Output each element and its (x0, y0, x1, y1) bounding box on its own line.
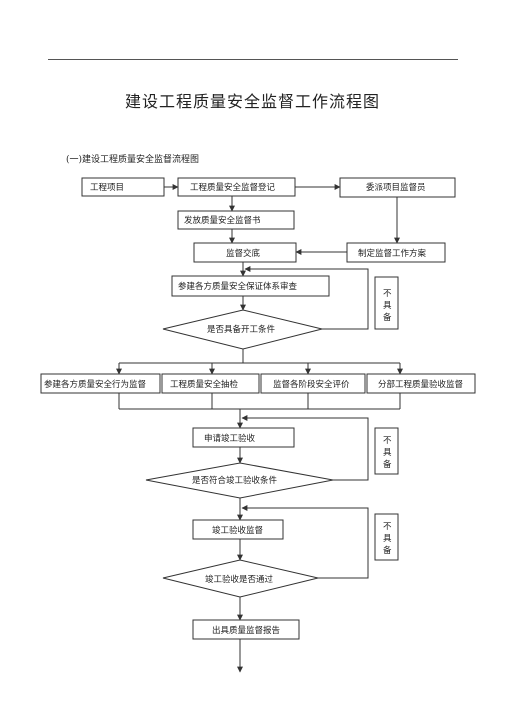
node-report: 出具质量监督报告 (192, 619, 300, 640)
svg-text:不: 不 (383, 522, 392, 532)
node-make-plan: 制定监督工作方案 (346, 242, 446, 263)
node-apply-acceptance: 申请竣工验收 (192, 427, 295, 448)
node-start-condition: 是否具备开工条件 (162, 309, 323, 350)
not-ready-note-passed: 不 具 备 (374, 513, 399, 561)
svg-text:备: 备 (383, 312, 392, 323)
svg-text:具: 具 (383, 448, 392, 458)
not-ready-note-start: 不 具 备 (374, 276, 399, 330)
svg-text:参建各方质量安全保证体系审查: 参建各方质量安全保证体系审查 (178, 281, 298, 292)
svg-text:具: 具 (383, 534, 392, 544)
svg-text:发放质量安全监督书: 发放质量安全监督书 (184, 215, 261, 226)
not-ready-note-acceptance: 不 具 备 (374, 427, 399, 475)
svg-text:工程质量安全抽检: 工程质量安全抽检 (170, 379, 239, 390)
svg-text:工程项目: 工程项目 (90, 183, 124, 193)
node-subproject-acceptance: 分部工程质量验收监督 (366, 373, 476, 394)
svg-text:备: 备 (383, 545, 392, 556)
svg-text:委派项目监督员: 委派项目监督员 (366, 182, 426, 193)
node-behavior-supervision: 参建各方质量安全行为监督 (40, 373, 161, 394)
svg-text:竣工验收是否通过: 竣工验收是否通过 (205, 574, 274, 585)
svg-text:参建各方质量安全行为监督: 参建各方质量安全行为监督 (44, 379, 147, 390)
node-issue-notice: 发放质量安全监督书 (177, 210, 295, 230)
svg-text:是否符合竣工验收条件: 是否符合竣工验收条件 (192, 475, 278, 486)
svg-text:出具质量监督报告: 出具质量监督报告 (212, 625, 280, 636)
node-stage-evaluation: 监督各阶段安全评价 (260, 373, 366, 394)
header-rule (48, 59, 458, 60)
svg-text:制定监督工作方案: 制定监督工作方案 (358, 248, 427, 259)
node-acceptance-condition: 是否符合竣工验收条件 (145, 462, 334, 499)
node-project: 工程项目 (81, 177, 165, 197)
connectors (116, 184, 403, 673)
svg-text:工程质量安全监督登记: 工程质量安全监督登记 (190, 182, 276, 193)
node-system-review: 参建各方质量安全保证体系审查 (171, 275, 330, 297)
node-spot-check: 工程质量安全抽检 (161, 373, 260, 394)
svg-text:申请竣工验收: 申请竣工验收 (204, 433, 256, 444)
svg-text:不: 不 (383, 436, 392, 446)
svg-text:不: 不 (383, 289, 392, 299)
node-supervision-briefing: 监督交底 (193, 242, 297, 263)
svg-text:分部工程质量验收监督: 分部工程质量验收监督 (378, 379, 464, 390)
svg-text:备: 备 (383, 459, 392, 470)
svg-text:竣工验收监督: 竣工验收监督 (212, 525, 264, 536)
svg-text:监督各阶段安全评价: 监督各阶段安全评价 (273, 379, 350, 390)
svg-text:具: 具 (383, 301, 392, 311)
node-assign-supervisor: 委派项目监督员 (339, 177, 456, 198)
section-subtitle: (一)建设工程质量安全监督流程图 (66, 155, 200, 165)
node-registration: 工程质量安全监督登记 (177, 177, 296, 197)
node-acceptance-passed: 竣工验收是否通过 (162, 559, 319, 598)
page-title: 建设工程质量安全监督工作流程图 (124, 92, 380, 111)
svg-text:监督交底: 监督交底 (226, 248, 261, 259)
svg-text:是否具备开工条件: 是否具备开工条件 (207, 324, 276, 335)
node-acceptance-supervision: 竣工验收监督 (192, 519, 284, 540)
